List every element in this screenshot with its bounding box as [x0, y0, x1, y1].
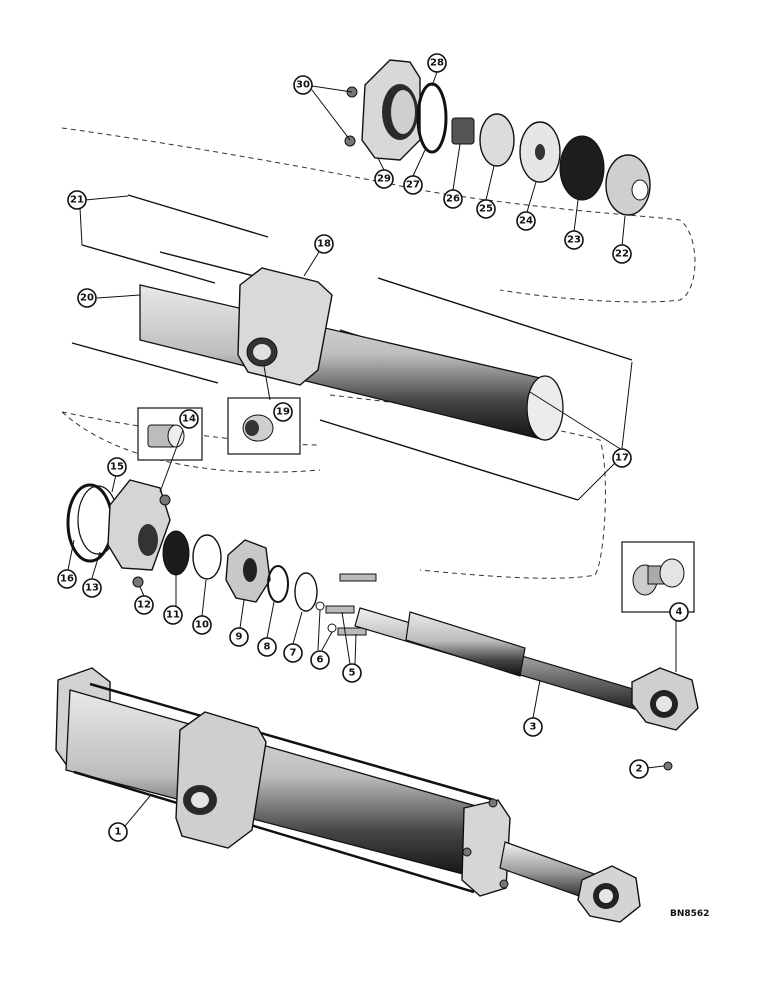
callout-label-23: 23	[567, 235, 581, 246]
callout-label-7: 7	[290, 648, 297, 659]
dashed-group-outline-top	[61, 127, 696, 303]
callout-label-11: 11	[166, 610, 180, 621]
callout-30: 30	[293, 75, 313, 95]
callout-label-21: 21	[70, 195, 84, 206]
callout-label-14: 14	[182, 414, 196, 425]
callout-label-24: 24	[519, 216, 533, 227]
callout-14: 14	[179, 409, 199, 429]
callout-label-28: 28	[430, 58, 444, 69]
callout-label-5: 5	[349, 668, 356, 679]
callout-28: 28	[427, 53, 447, 73]
callout-1: 1	[108, 822, 128, 842]
callout-group: 1 2 3 4 5 6 7 8 9 10 11 12 13 14 15 16 1…	[57, 53, 689, 842]
figure-code: BN8562	[670, 909, 709, 919]
callout-label-30: 30	[296, 80, 310, 91]
callout-13: 13	[82, 578, 102, 598]
callout-label-25: 25	[479, 204, 493, 215]
end-cap-assembly	[344, 59, 651, 216]
callout-15: 15	[107, 457, 127, 477]
callout-label-6: 6	[317, 655, 324, 666]
piston-rod	[354, 607, 699, 771]
inset-rod-eye-bushing-4	[621, 541, 695, 613]
callout-label-10: 10	[195, 620, 209, 631]
callout-label-13: 13	[85, 583, 99, 594]
callout-25: 25	[476, 199, 496, 219]
callout-5: 5	[342, 663, 362, 683]
callout-17: 17	[612, 448, 632, 468]
callout-20: 20	[77, 288, 97, 308]
callout-16: 16	[57, 569, 77, 589]
callout-29: 29	[374, 169, 394, 189]
callout-label-18: 18	[317, 239, 331, 250]
callout-label-12: 12	[137, 600, 151, 611]
callout-label-29: 29	[377, 174, 391, 185]
callout-label-26: 26	[446, 194, 460, 205]
callout-label-1: 1	[115, 827, 122, 838]
callout-label-9: 9	[236, 632, 243, 643]
callout-label-20: 20	[80, 293, 94, 304]
callout-23: 23	[564, 230, 584, 250]
callout-label-3: 3	[530, 722, 537, 733]
callout-6: 6	[310, 650, 330, 670]
callout-18: 18	[314, 234, 334, 254]
callout-2: 2	[629, 759, 649, 779]
callout-label-27: 27	[406, 180, 420, 191]
callout-7: 7	[283, 643, 303, 663]
inset-bushing-14	[137, 407, 203, 461]
assembled-cylinder	[55, 667, 641, 923]
callout-8: 8	[257, 637, 277, 657]
leader-lines	[67, 71, 677, 827]
head-end-assembly	[66, 479, 377, 636]
callout-label-2: 2	[636, 764, 643, 775]
cylinder-tube	[139, 267, 564, 441]
callout-label-17: 17	[615, 453, 629, 464]
callout-21: 21	[67, 190, 87, 210]
callout-label-15: 15	[110, 462, 124, 473]
callout-label-4: 4	[676, 607, 683, 618]
callout-12: 12	[134, 595, 154, 615]
callout-27: 27	[403, 175, 423, 195]
callout-3: 3	[523, 717, 543, 737]
callout-4: 4	[669, 602, 689, 622]
callout-26: 26	[443, 189, 463, 209]
callout-9: 9	[229, 627, 249, 647]
callout-19: 19	[273, 402, 293, 422]
callout-label-22: 22	[615, 249, 629, 260]
callout-22: 22	[612, 244, 632, 264]
callout-11: 11	[163, 605, 183, 625]
callout-label-16: 16	[60, 574, 74, 585]
callout-10: 10	[192, 615, 212, 635]
callout-label-19: 19	[276, 407, 290, 418]
callout-24: 24	[516, 211, 536, 231]
callout-label-8: 8	[264, 642, 271, 653]
